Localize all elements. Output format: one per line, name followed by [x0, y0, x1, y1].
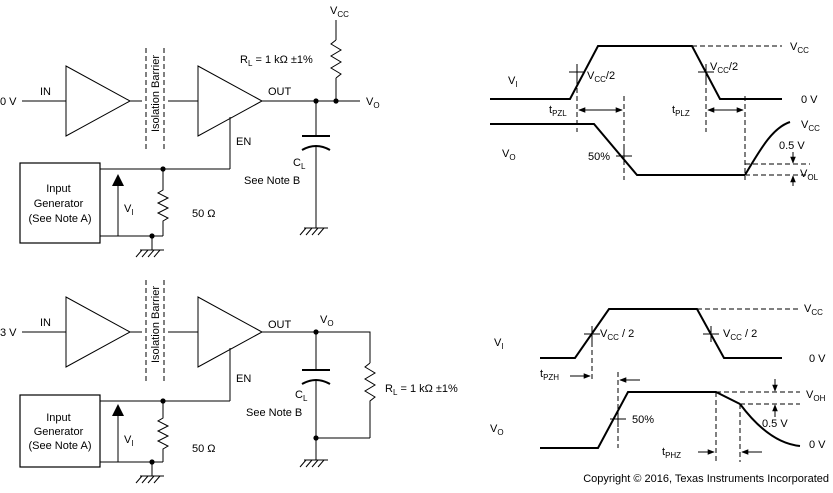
bottom-vcc-half-left-marker [584, 326, 600, 342]
bottom-voh-label: VOH [806, 389, 826, 403]
bottom-half-v-label: 0.5 V [762, 418, 788, 430]
top-r50-label: 50 Ω [192, 208, 216, 220]
top-vo-label: VO [366, 96, 380, 110]
bottom-r50-resistor [156, 401, 170, 462]
bottom-vo-waveform [540, 391, 741, 449]
top-out-label: OUT [268, 86, 292, 98]
bottom-vcc-half-right-marker [703, 326, 719, 342]
top-vo-recovery-curve [744, 121, 791, 176]
top-isolation-barrier-label: Isolation Barrier [150, 55, 162, 132]
top-tplz-label: tPLZ [672, 104, 690, 118]
bottom-zero-v-label: 0 V [809, 353, 826, 365]
bottom-vo-label: VO [490, 423, 504, 437]
bottom-zero-v2-label: 0 V [809, 439, 826, 451]
bottom-fifty-pct-marker [610, 411, 626, 427]
top-input-buffer [65, 65, 132, 137]
copyright-notice: Copyright © 2016, Texas Instruments Inco… [583, 473, 829, 485]
top-r50-resistor [156, 169, 170, 236]
bottom-waveform: VCC VI 0 V VCC / 2 VCC / 2 tPZH VO 50% V… [490, 303, 826, 462]
bottom-en-label: EN [236, 373, 251, 385]
bottom-vcc-half-left-label: VCC / 2 [600, 328, 634, 342]
bottom-isolation-barrier-label: Isolation Barrier [150, 286, 162, 363]
bottom-cl-note: See Note B [246, 407, 302, 419]
bottom-cl-label: CL [295, 389, 308, 403]
top-gen-ground-symbol [135, 249, 164, 258]
top-tpzl-label: tPZL [549, 104, 567, 118]
bottom-tpzh-label: tPZH [540, 368, 559, 382]
top-vcc-half-right-label: VCC/2 [710, 61, 738, 75]
bottom-vcc-label: VCC [804, 303, 823, 317]
bottom-cl-ground-symbol [299, 459, 328, 468]
top-generator-label: Input Generator (See Note A) [29, 183, 92, 225]
top-cl-label: CL [293, 157, 306, 171]
top-vi-label: VI [124, 203, 134, 217]
bottom-input-voltage: 3 V [0, 327, 17, 339]
bottom-input-generator [19, 394, 101, 468]
bottom-gen-ground-symbol [135, 475, 164, 484]
top-vol-label: VOL [800, 168, 819, 182]
bottom-vcc-half-right-label: VCC / 2 [723, 328, 757, 342]
bottom-rl-label: RL = 1 kΩ ±1% [385, 383, 458, 397]
top-vcc-half-right-marker [698, 64, 714, 80]
top-vcc2-label: VCC [801, 119, 820, 133]
top-cl-ground-symbol [299, 227, 328, 236]
top-in-label: IN [40, 86, 51, 98]
top-vcc-half-left-marker [569, 64, 585, 80]
bottom-vi-arrowhead-icon [112, 404, 124, 416]
bottom-output-wire [262, 331, 371, 363]
bottom-fifty-pct-label: 50% [632, 414, 654, 426]
top-vcc-label: VCC [330, 5, 349, 19]
bottom-out-label: OUT [268, 319, 292, 331]
bottom-r50-label: 50 Ω [192, 443, 216, 455]
bottom-circuit: 3 V IN Isolation Barrier OUT VO CL See N… [0, 280, 458, 484]
bottom-vo-label: VO [320, 314, 334, 328]
top-half-v-label: 0.5 V [779, 140, 805, 152]
top-waveform: VCC VI 0 V VCC/2 VCC/2 tPZL tPLZ VO 50% … [490, 41, 820, 186]
top-vcc-half-left-label: VCC/2 [587, 70, 615, 84]
top-vo-label: VO [502, 148, 516, 162]
top-en-label: EN [236, 136, 251, 148]
bottom-generator-label: Input Generator (See Note A) [29, 412, 92, 452]
bottom-vi-label: VI [494, 337, 504, 351]
bottom-input-buffer [65, 296, 132, 368]
top-rl-resistor [330, 39, 342, 79]
top-rl-label: RL = 1 kΩ ±1% [240, 54, 313, 68]
bottom-vo-decay-curve [739, 403, 801, 447]
top-vi-waveform [490, 45, 782, 100]
bottom-gnd-rl-node [313, 435, 319, 441]
bottom-tphz-label: tPHZ [662, 446, 681, 460]
top-fifty-pct-label: 50% [588, 151, 610, 163]
top-vi-arrowhead-icon [112, 174, 124, 186]
bottom-vi-waveform [540, 308, 782, 359]
top-zero-v-label: 0 V [801, 94, 818, 106]
top-input-generator [19, 162, 101, 244]
bottom-vi-label: VI [124, 434, 134, 448]
bottom-rl-resistor [364, 362, 376, 438]
bottom-in-label: IN [40, 317, 51, 329]
top-vo-waveform [490, 123, 745, 176]
top-circuit: 0 V IN Isolation Barrier OUT VO VCC RL =… [0, 5, 380, 258]
top-vi-label: VI [508, 75, 518, 89]
top-fifty-pct-marker [616, 148, 632, 164]
top-input-voltage: 0 V [0, 96, 17, 108]
top-vcc-label: VCC [790, 41, 809, 55]
top-cl-note: See Note B [244, 175, 300, 187]
